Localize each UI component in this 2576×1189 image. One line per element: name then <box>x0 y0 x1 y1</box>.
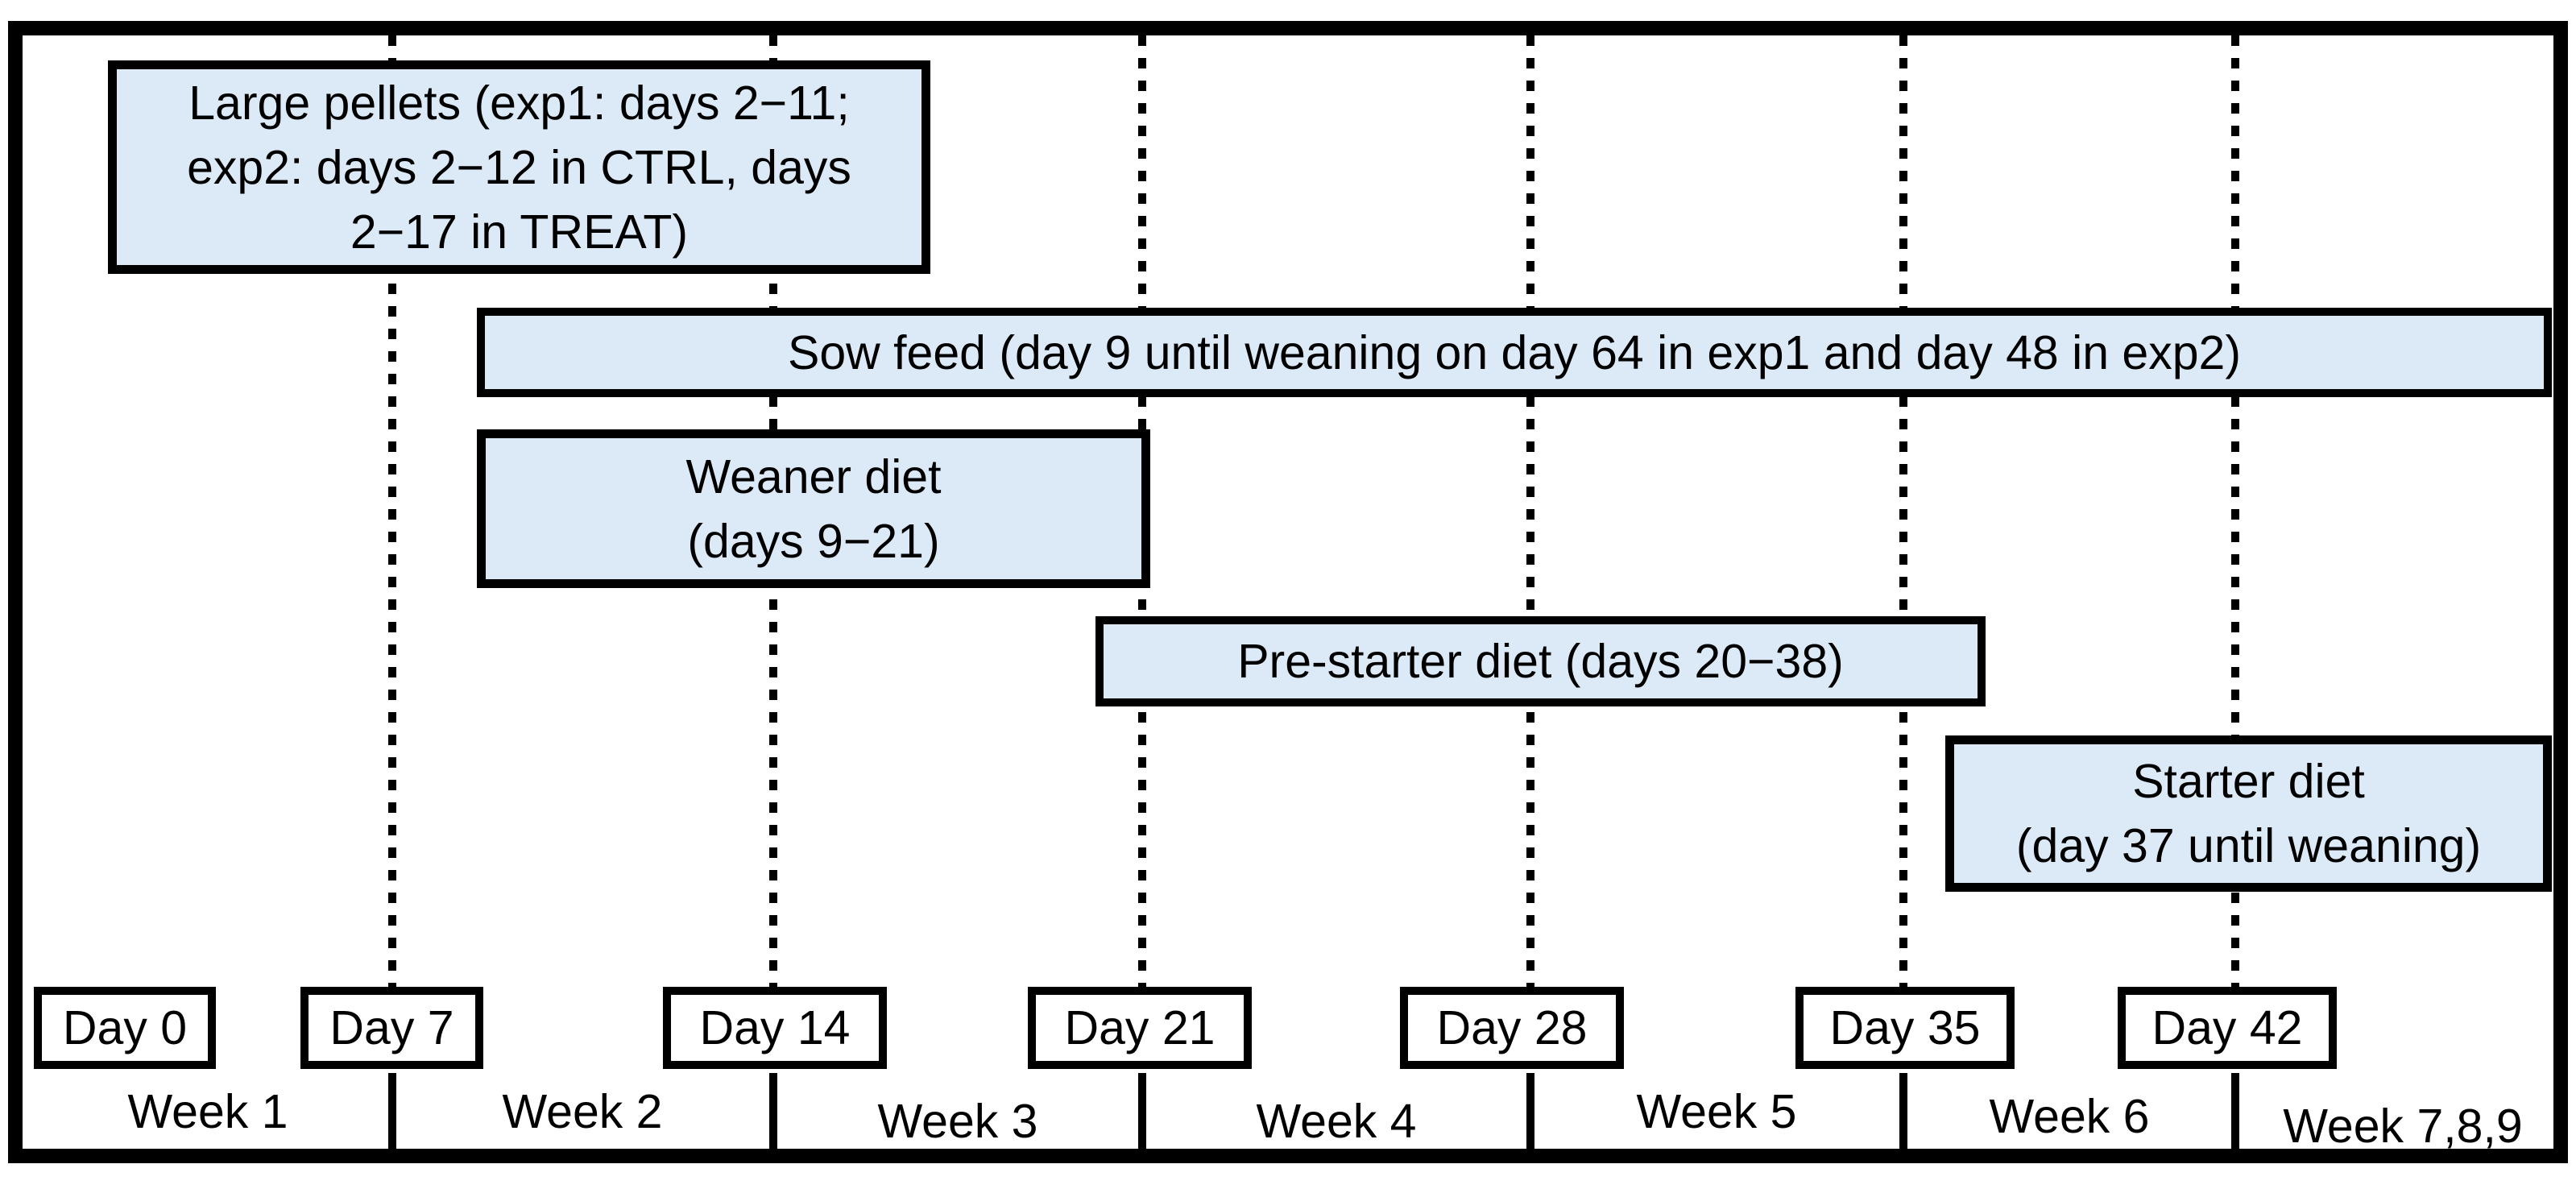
gridline-day-42 <box>2231 35 2239 1084</box>
week-label-2: Week 2 <box>502 1085 663 1138</box>
bar-label-line: exp2: days 2−12 in CTRL, days <box>187 140 851 194</box>
bar-label-line: (day 37 until weaning) <box>2015 819 2482 872</box>
week-tick-day-35 <box>1899 1083 1907 1149</box>
bar-label-line: Starter diet <box>2132 755 2365 808</box>
bar-large-pellets: Large pellets (exp1: days 2−11; exp2: da… <box>108 60 930 274</box>
week-label-3: Week 3 <box>877 1095 1038 1148</box>
week-tick-day-21 <box>1138 1083 1146 1149</box>
week-label-6: Week 6 <box>1989 1090 2150 1143</box>
day-marker-28: Day 28 <box>1400 987 1624 1069</box>
diagram-frame <box>8 21 2568 1163</box>
bar-sow-feed: Sow feed (day 9 until weaning on day 64 … <box>477 308 2552 397</box>
week-tick-day-28 <box>1526 1083 1534 1149</box>
bar-label-line: (days 9−21) <box>687 514 940 568</box>
bar-weaner-diet: Weaner diet (days 9−21) <box>477 429 1150 588</box>
day-marker-0: Day 0 <box>34 987 216 1069</box>
bar-label-line: Sow feed (day 9 until weaning on day 64 … <box>787 325 2242 379</box>
day-marker-7: Day 7 <box>300 987 483 1069</box>
bar-label-line: Pre-starter diet (days 20−38) <box>1237 635 1844 688</box>
week-tick-day-42 <box>2231 1083 2239 1149</box>
bar-pre-starter-diet: Pre-starter diet (days 20−38) <box>1095 616 1986 706</box>
day-marker-21: Day 21 <box>1028 987 1252 1069</box>
week-label-4: Week 4 <box>1256 1095 1417 1148</box>
bar-label-line: 2−17 in TREAT) <box>350 205 689 259</box>
week-label-5: Week 5 <box>1636 1085 1797 1138</box>
bar-label-line: Weaner diet <box>685 450 942 503</box>
gridline-day-35 <box>1899 35 1907 1084</box>
week-tick-day-7 <box>388 1083 396 1149</box>
week-label-789: Week 7,8,9 <box>2283 1100 2523 1153</box>
day-marker-42: Day 42 <box>2118 987 2337 1069</box>
bar-starter-diet: Starter diet (day 37 until weaning) <box>1945 735 2552 892</box>
bar-label-line: Large pellets (exp1: days 2−11; <box>188 76 850 130</box>
gridline-day-28 <box>1526 35 1534 1084</box>
week-label-1: Week 1 <box>127 1085 288 1138</box>
day-marker-35: Day 35 <box>1795 987 2015 1069</box>
day-marker-14: Day 14 <box>663 987 887 1069</box>
week-tick-day-14 <box>769 1083 777 1149</box>
gridline-day-7 <box>388 35 396 1084</box>
